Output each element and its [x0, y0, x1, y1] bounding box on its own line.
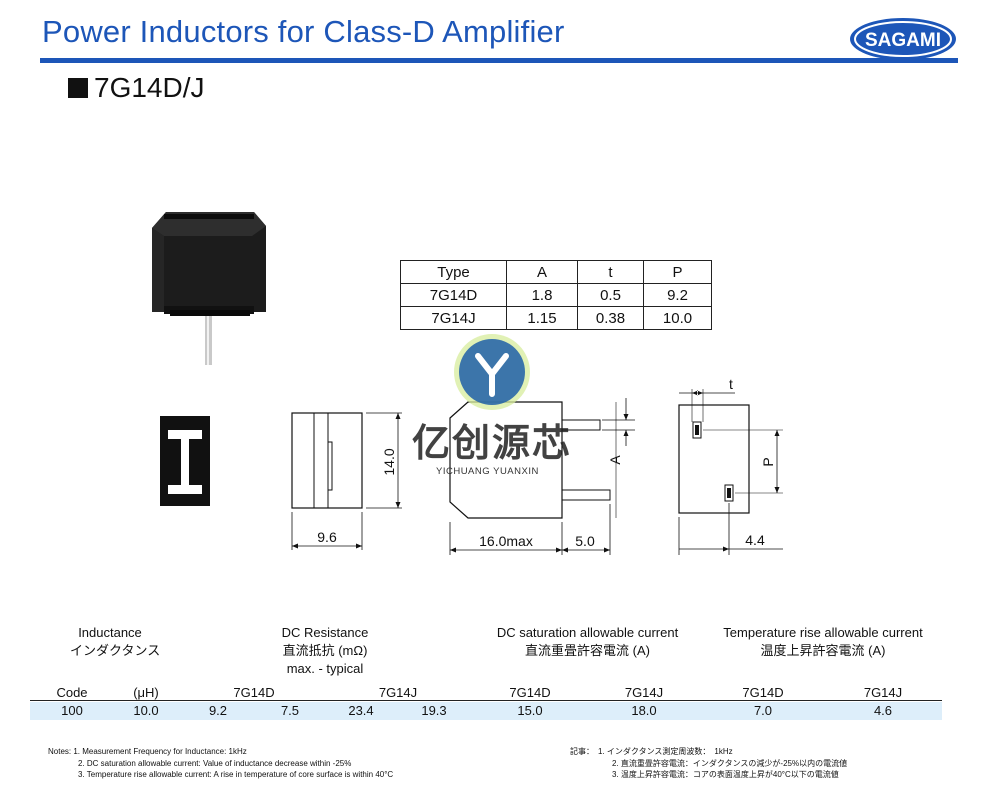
bottom-view-drawing: t P 4.4: [678, 376, 783, 555]
table-cell: 19.3: [421, 703, 447, 718]
pin-length-label: 5.0: [575, 533, 595, 549]
saturation-current-header: DC saturation allowable current 直流重畳許容電流…: [485, 624, 690, 660]
front-height-label: 14.0: [381, 448, 397, 475]
header-line-en: Temperature rise allowable current: [723, 625, 923, 640]
dim-p-label: P: [760, 457, 776, 466]
subheader-cell: 7G14J: [863, 685, 903, 700]
title-rule: [40, 58, 958, 63]
dim-a-label: A: [607, 455, 623, 465]
table-cell: 7.0: [753, 703, 773, 718]
dimension-table: Type A t P 7G14D 1.8 0.5 9.2 7G14J 1.15 …: [400, 260, 712, 330]
watermark-text: 亿创源芯: [412, 423, 573, 465]
model-name: 7G14D/J: [94, 72, 205, 103]
table-cell: 7.5: [280, 703, 300, 718]
subheader-cell: Code: [56, 685, 88, 700]
table-header-cell: Type: [400, 260, 507, 284]
bottom-width-label: 4.4: [745, 532, 765, 548]
header-line-jp: 直流重畳許容電流 (A): [525, 643, 650, 658]
subheader-cell: 7G14J: [378, 685, 418, 700]
table-cell: 9.2: [208, 703, 228, 718]
bullet-square-icon: [68, 78, 88, 98]
table-cell: 1.8: [506, 283, 578, 307]
header-line-en: DC saturation allowable current: [496, 625, 679, 640]
subheader-cell: 7G14D: [742, 685, 784, 700]
spec-table-row: 100 10.0 9.2 7.5 23.4 19.3 15.0 18.0 7.0…: [30, 702, 942, 720]
subheader-cell: 7G14D: [509, 685, 551, 700]
front-width-label: 9.6: [317, 529, 337, 545]
sagami-logo: SAGAMI: [850, 18, 956, 60]
header-line-sub: max. - typical: [286, 661, 364, 676]
spec-table-header: Inductance インダクタンス DC Resistance 直流抵抗 (m…: [30, 624, 960, 684]
note-line: Notes: 1. Measurement Frequency for Indu…: [48, 747, 247, 756]
header-line-jp: 温度上昇許容電流 (A): [760, 643, 886, 658]
watermark-logo: [454, 334, 530, 410]
notes-japanese: 記事： 1. インダクタンス測定周波数： 1kHz 2. 直流重畳許容電流：イン…: [570, 746, 847, 781]
watermark-subtext: YICHUANG YUANXIN: [436, 466, 539, 477]
temperature-current-header: Temperature rise allowable current 温度上昇許…: [708, 624, 938, 660]
side-length-label: 16.0max: [479, 533, 533, 549]
table-header-row: Type A t P: [400, 260, 712, 284]
dc-resistance-header: DC Resistance 直流抵抗 (mΩ) max. - typical: [260, 624, 390, 678]
header-line-jp: インダクタンス: [70, 643, 161, 658]
note-line: 2. 直流重畳許容電流：インダクタンスの減少が-25%以内の電流値: [612, 758, 848, 768]
brand-name: SAGAMI: [865, 30, 941, 51]
table-cell: 1.15: [506, 306, 578, 330]
table-cell: 23.4: [348, 703, 374, 718]
subheader-cell: 7G14J: [624, 685, 664, 700]
table-cell: 10.0: [643, 306, 712, 330]
header-line-en: DC Resistance: [281, 625, 369, 640]
model-heading: 7G14D/J: [68, 72, 205, 104]
header-line-jp: 直流抵抗 (mΩ): [282, 643, 368, 658]
table-row: 7G14J 1.15 0.38 10.0: [400, 306, 712, 330]
subheader-cell: (μH): [133, 685, 159, 700]
table-row: 7G14D 1.8 0.5 9.2: [400, 283, 712, 307]
subheader-cell: 7G14D: [233, 685, 275, 700]
note-line: 3. 温度上昇許容電流：コアの表面温度上昇が40°C以下の電流値: [612, 770, 839, 779]
note-line: 3. Temperature rise allowable current: A…: [78, 770, 394, 779]
table-cell: 0.38: [577, 306, 644, 330]
header-line-en: Inductance: [78, 625, 142, 640]
table-cell: 10.0: [133, 703, 159, 718]
table-cell: 100: [61, 703, 83, 718]
spec-subheader-row: Code (μH) 7G14D 7G14J 7G14D 7G14J 7G14D …: [30, 684, 942, 701]
inductor-symbol: [160, 416, 210, 506]
notes-english: Notes: 1. Measurement Frequency for Indu…: [48, 746, 393, 781]
table-header-cell: P: [643, 260, 712, 284]
table-cell: 4.6: [873, 703, 893, 718]
side-view-drawing: A 16.0max 5.0: [449, 398, 635, 555]
table-cell: 7G14D: [400, 283, 507, 307]
note-line: 2. DC saturation allowable current: Valu…: [78, 758, 352, 768]
note-line: 記事： 1. インダクタンス測定周波数： 1kHz: [570, 747, 733, 756]
table-cell: 7G14J: [400, 306, 507, 330]
table-cell: 18.0: [631, 703, 657, 718]
front-view-drawing: 9.6 14.0: [291, 412, 402, 550]
table-header-cell: A: [506, 260, 578, 284]
table-cell: 15.0: [517, 703, 543, 718]
table-cell: 9.2: [643, 283, 712, 307]
page-title: Power Inductors for Class-D Amplifier: [42, 14, 565, 49]
inductance-header: Inductance インダクタンス: [70, 624, 161, 660]
table-cell: 0.5: [577, 283, 644, 307]
dim-t-label: t: [729, 376, 733, 392]
product-photo: [152, 212, 266, 365]
table-header-cell: t: [577, 260, 644, 284]
